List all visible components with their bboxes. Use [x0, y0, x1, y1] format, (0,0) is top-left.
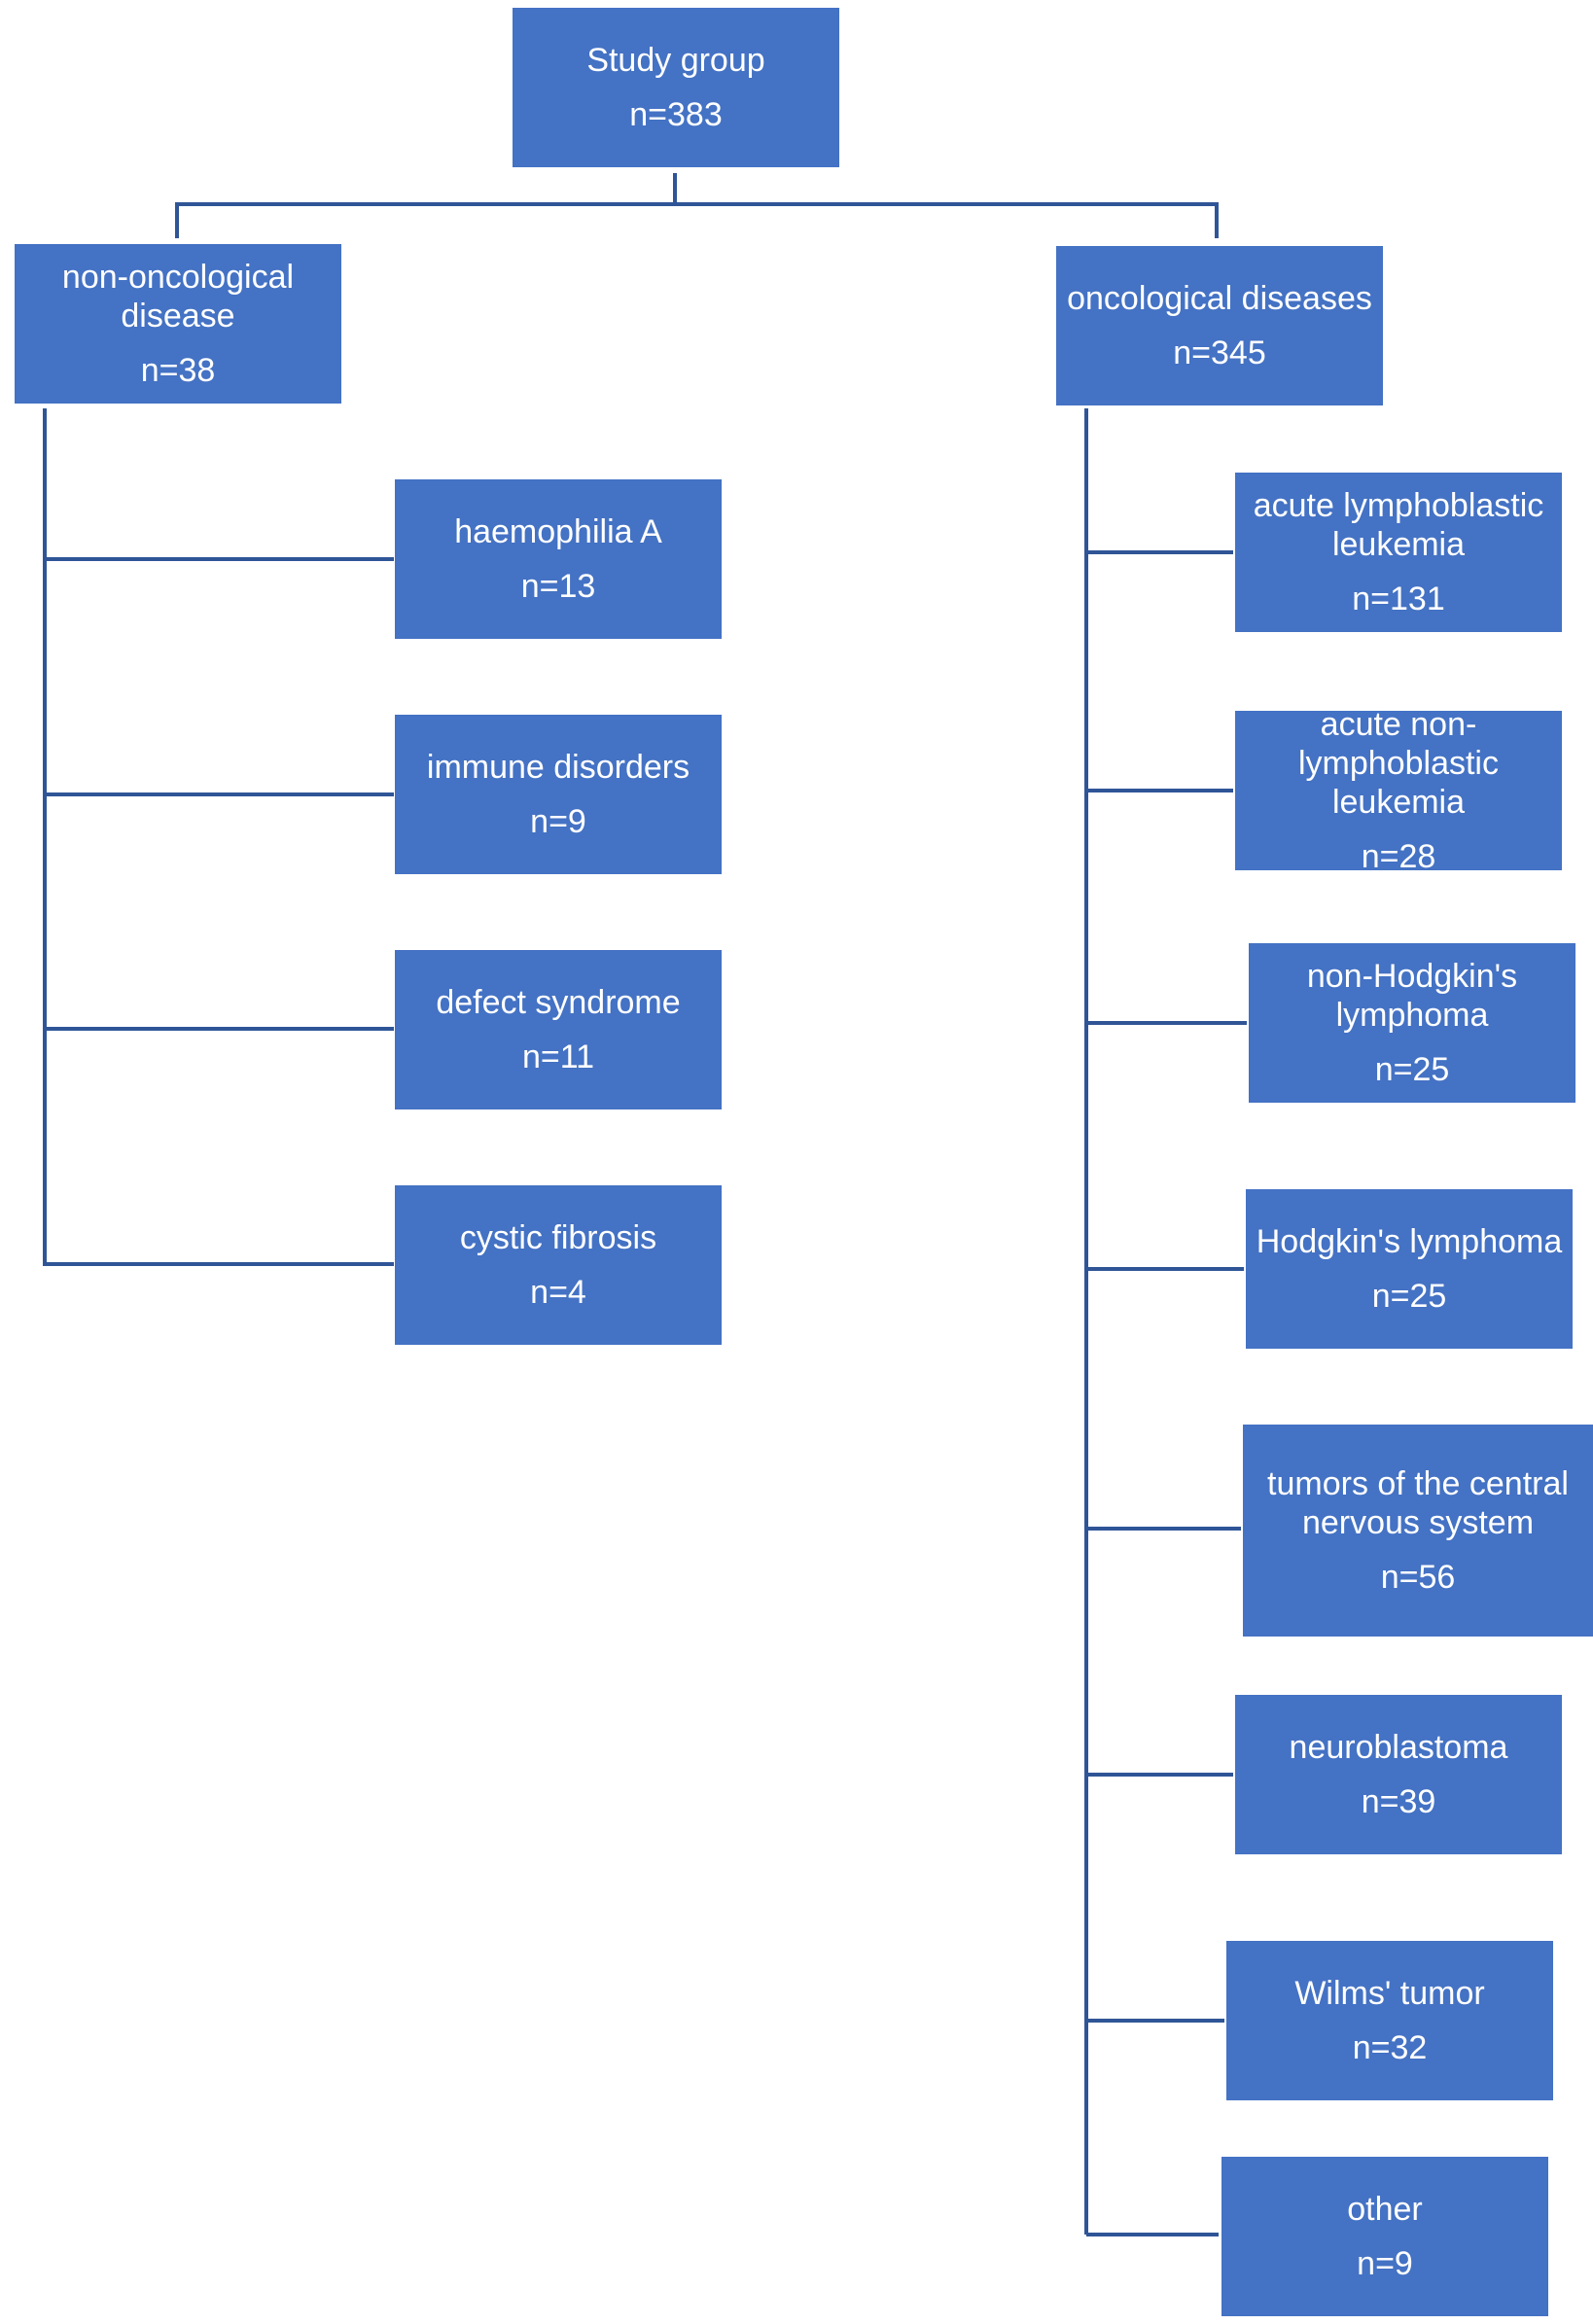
branch-label: oncological diseases	[1067, 280, 1372, 317]
leaf-label: Hodgkin's lymphoma	[1256, 1223, 1563, 1260]
leaf-count: n=9	[530, 803, 586, 840]
leaf-count: n=32	[1352, 2029, 1428, 2066]
leaf-anll: acute non-lymphoblastic leukemia n=28	[1235, 706, 1562, 875]
root-count: n=383	[629, 96, 723, 133]
leaf-count: n=131	[1352, 581, 1445, 617]
leaf-all: acute lymphoblastic leukemia n=131	[1235, 473, 1562, 632]
leaf-neuroblastoma: neuroblastoma n=39	[1235, 1695, 1562, 1854]
root-node: Study group n=383	[513, 8, 839, 167]
leaf-label: haemophilia A	[454, 513, 662, 550]
leaf-count: n=4	[530, 1274, 586, 1311]
leaf-label: defect syndrome	[436, 984, 681, 1021]
leaf-defect: defect syndrome n=11	[395, 950, 722, 1109]
leaf-count: n=11	[521, 1039, 595, 1075]
leaf-label: other	[1347, 2191, 1423, 2228]
branch-count: n=38	[140, 352, 216, 389]
leaf-count: n=9	[1357, 2245, 1413, 2282]
connector-root-right	[675, 202, 1219, 238]
leaf-cns: tumors of the central nervous system n=5…	[1243, 1425, 1593, 1637]
leaf-label: immune disorders	[426, 749, 690, 786]
leaf-count: n=25	[1371, 1278, 1447, 1315]
connector-root	[175, 173, 677, 238]
branch-oncological: oncological diseases n=345	[1056, 246, 1383, 405]
leaf-label: non-Hodgkin's lymphoma	[1306, 958, 1518, 1034]
leaf-nhl: non-Hodgkin's lymphoma n=25	[1249, 943, 1575, 1103]
branch-count: n=345	[1173, 335, 1266, 371]
leaf-cystic: cystic fibrosis n=4	[395, 1185, 722, 1345]
leaf-haemophilia: haemophilia A n=13	[395, 479, 722, 639]
leaf-count: n=25	[1374, 1051, 1450, 1088]
leaf-label: cystic fibrosis	[459, 1219, 657, 1256]
leaf-immune: immune disorders n=9	[395, 715, 722, 874]
root-label: Study group	[586, 42, 765, 79]
branch-label: non-oncological disease	[61, 259, 295, 335]
leaf-other: other n=9	[1221, 2157, 1548, 2316]
leaf-count: n=28	[1361, 838, 1436, 875]
branch-non-oncological: non-oncological disease n=38	[15, 244, 341, 404]
leaf-hodgkin: Hodgkin's lymphoma n=25	[1246, 1189, 1573, 1349]
leaf-count: n=13	[520, 568, 596, 605]
leaf-label: tumors of the central nervous system	[1267, 1465, 1569, 1541]
leaf-label: acute non-lymphoblastic leukemia	[1298, 706, 1499, 821]
leaf-count: n=39	[1361, 1783, 1436, 1820]
leaf-label: neuroblastoma	[1289, 1729, 1508, 1766]
leaf-count: n=56	[1380, 1559, 1456, 1596]
leaf-label: acute lymphoblastic leukemia	[1253, 487, 1544, 563]
leaf-label: Wilms' tumor	[1294, 1975, 1485, 2012]
leaf-wilms: Wilms' tumor n=32	[1226, 1941, 1553, 2100]
